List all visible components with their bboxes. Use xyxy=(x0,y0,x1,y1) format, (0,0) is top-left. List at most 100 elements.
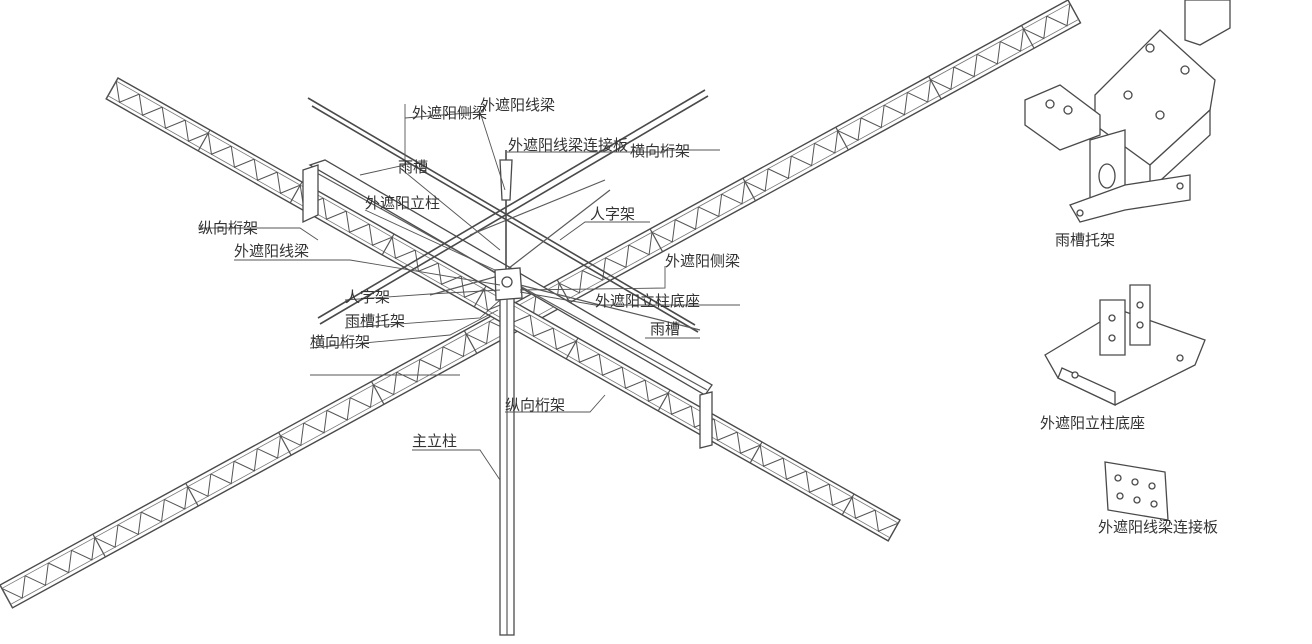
truss-post xyxy=(289,181,303,204)
truss-diagonal xyxy=(814,130,839,154)
label-transverse-truss-top: 横向桁架 xyxy=(630,142,690,160)
truss-diagonal xyxy=(326,397,351,421)
truss-post xyxy=(185,482,199,507)
truss-diagonal xyxy=(828,484,853,506)
truss-diagonal xyxy=(164,486,189,510)
truss-diagonal xyxy=(713,419,738,441)
label-main-column: 主立柱 xyxy=(412,432,457,450)
label-sun-line-beam-left: 外遮阳线梁 xyxy=(234,242,309,260)
truss-diagonal xyxy=(207,133,232,155)
truss-diagonal xyxy=(930,66,955,91)
truss-diagonal xyxy=(391,237,416,259)
detail-gutter-bracket-drawing xyxy=(1024,0,1231,223)
truss-inner-chord xyxy=(107,95,891,539)
truss-lower-left-to-upper-right xyxy=(0,0,1082,609)
truss-diagonal xyxy=(280,423,305,447)
truss-diagonal xyxy=(187,473,212,498)
truss-diagonal xyxy=(1000,28,1024,52)
truss-diagonal xyxy=(582,257,607,281)
truss-diagonal xyxy=(184,120,209,142)
label-longitudinal-truss-left: 纵向桁架 xyxy=(198,219,258,237)
main-column xyxy=(494,150,523,636)
truss-diagonal xyxy=(233,448,258,472)
truss-diagonal xyxy=(437,263,462,285)
truss-post xyxy=(105,77,119,100)
truss-diagonal xyxy=(860,105,885,129)
detail-column-base-drawing xyxy=(1044,284,1206,407)
truss-diagonal xyxy=(644,380,669,402)
truss-diagonal xyxy=(874,510,899,532)
truss-diagonal xyxy=(161,107,186,129)
truss-diagonal xyxy=(48,550,73,574)
truss-diagonal xyxy=(529,315,554,337)
truss-diagonal xyxy=(349,384,374,409)
truss-diagonal xyxy=(575,341,600,363)
label-gutter-right: 雨槽 xyxy=(650,320,680,338)
truss-diagonal xyxy=(257,435,281,459)
label-herringbone-left: 人字架 xyxy=(345,288,390,306)
truss-post xyxy=(278,432,292,456)
truss-diagonal xyxy=(782,458,807,480)
truss-diagonal xyxy=(953,54,978,78)
truss-diagonal xyxy=(851,497,876,519)
truss-diagonal xyxy=(767,155,792,180)
truss-diagonal xyxy=(94,524,119,548)
truss-a-lattice xyxy=(0,0,1082,609)
label-column-base-main: 外遮阳立柱底座 xyxy=(595,292,700,310)
truss-diagonal xyxy=(698,194,723,218)
label-longitudinal-truss-bottom: 纵向桁架 xyxy=(505,396,565,414)
truss-diagonal xyxy=(253,159,278,181)
truss-post xyxy=(565,337,579,360)
truss-post xyxy=(835,126,849,151)
truss-post xyxy=(928,76,942,100)
label-detail-column-base: 外遮阳立柱底座 xyxy=(1040,414,1145,432)
truss-diagonal xyxy=(368,224,393,246)
truss-diagonal xyxy=(791,143,815,167)
truss-diagonal xyxy=(71,537,96,561)
truss-post xyxy=(370,381,385,405)
truss-diagonal xyxy=(674,206,699,230)
truss-post xyxy=(1021,25,1035,49)
truss-diagonal xyxy=(460,276,485,298)
truss-diagonal xyxy=(976,41,1001,65)
truss-diagonal xyxy=(442,334,467,358)
label-sun-side-beam-top: 外遮阳侧梁 xyxy=(412,104,487,122)
truss-diagonal xyxy=(907,79,932,103)
label-gutter-bracket-left: 雨槽托架 xyxy=(345,312,405,330)
truss-diagonal xyxy=(667,393,692,415)
label-sun-line-beam-top: 外遮阳线梁 xyxy=(480,96,555,114)
truss-diagonal xyxy=(651,219,676,243)
truss-post xyxy=(0,584,14,609)
truss-diagonal xyxy=(736,432,761,454)
truss-post xyxy=(742,177,756,202)
truss-inner-chord xyxy=(10,19,1079,605)
truss-post xyxy=(473,285,487,308)
truss-diagonal xyxy=(744,168,769,192)
truss-diagonal xyxy=(605,244,630,269)
truss-diagonal xyxy=(759,445,784,467)
label-detail-connector-plate: 外遮阳线梁连接板 xyxy=(1098,518,1218,536)
truss-diagonal xyxy=(805,471,830,493)
truss-diagonal xyxy=(837,117,862,141)
detail-connector-plate-drawing xyxy=(1104,461,1169,521)
truss-diagonal xyxy=(373,372,398,396)
truss-diagonal xyxy=(621,367,646,389)
truss-diagonal xyxy=(883,92,908,116)
sun-shade-rods xyxy=(307,89,709,333)
truss-post xyxy=(841,493,855,516)
label-sun-side-beam-right: 外遮阳侧梁 xyxy=(665,252,740,270)
label-connector-plate-main: 外遮阳线梁连接板 xyxy=(508,136,628,154)
truss-diagonal xyxy=(24,562,49,587)
truss-diagonal xyxy=(230,146,255,168)
truss-diagonal xyxy=(115,81,140,103)
truss-post xyxy=(197,129,211,152)
truss-diagonal xyxy=(322,198,347,220)
truss-post xyxy=(657,389,671,412)
truss-diagonal xyxy=(628,232,653,256)
truss-diagonal xyxy=(598,354,623,376)
leader-lines xyxy=(198,104,740,481)
label-transverse-truss-left: 横向桁架 xyxy=(310,333,370,351)
truss-diagonal xyxy=(466,321,490,345)
